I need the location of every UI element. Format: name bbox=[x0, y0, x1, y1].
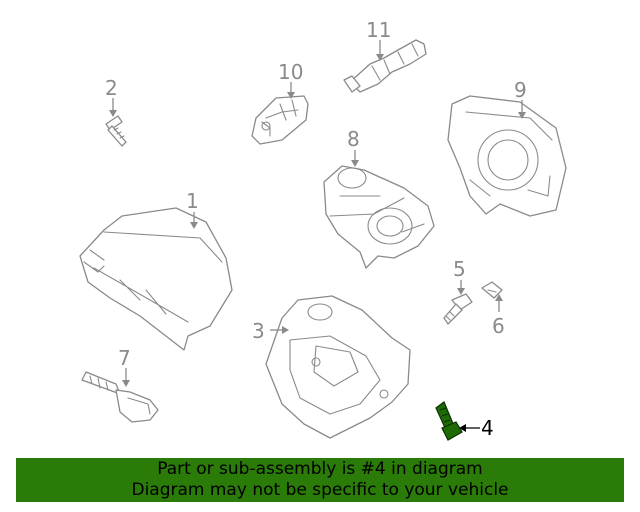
callout-3: 3 bbox=[252, 319, 265, 343]
callout-10: 10 bbox=[278, 60, 303, 84]
part-1-upper-shroud[interactable]: 1 bbox=[79, 189, 233, 351]
callout-4: 4 bbox=[481, 416, 494, 440]
part-4-screw[interactable]: 4 bbox=[435, 401, 494, 441]
callout-9: 9 bbox=[514, 78, 527, 102]
part-7-key[interactable]: 7 bbox=[81, 346, 159, 423]
callout-7: 7 bbox=[118, 346, 131, 370]
part-9-clock-spring-housing[interactable]: 9 bbox=[447, 78, 567, 217]
callout-1: 1 bbox=[186, 189, 199, 213]
part-10-switch-module[interactable]: 10 bbox=[251, 60, 309, 145]
highlight-banner: Part or sub-assembly is #4 in diagram Di… bbox=[16, 458, 624, 502]
part-6-clip[interactable]: 6 bbox=[481, 281, 505, 338]
part-5-bolt[interactable]: 5 bbox=[443, 257, 473, 325]
banner-line-part: Part or sub-assembly is #4 in diagram bbox=[157, 459, 483, 479]
part-8-ignition-housing[interactable]: 8 bbox=[323, 127, 435, 269]
banner-line-disclaimer: Diagram may not be specific to your vehi… bbox=[131, 480, 509, 500]
callout-6: 6 bbox=[492, 314, 505, 338]
callout-8: 8 bbox=[347, 127, 360, 151]
part-2-screw[interactable]: 2 bbox=[105, 76, 127, 147]
part-11-stalk-switch[interactable]: 11 bbox=[343, 18, 427, 93]
callout-5: 5 bbox=[453, 257, 466, 281]
callout-2: 2 bbox=[105, 76, 118, 100]
callout-11: 11 bbox=[366, 18, 391, 42]
part-3-lower-shroud[interactable]: 3 bbox=[252, 295, 411, 439]
